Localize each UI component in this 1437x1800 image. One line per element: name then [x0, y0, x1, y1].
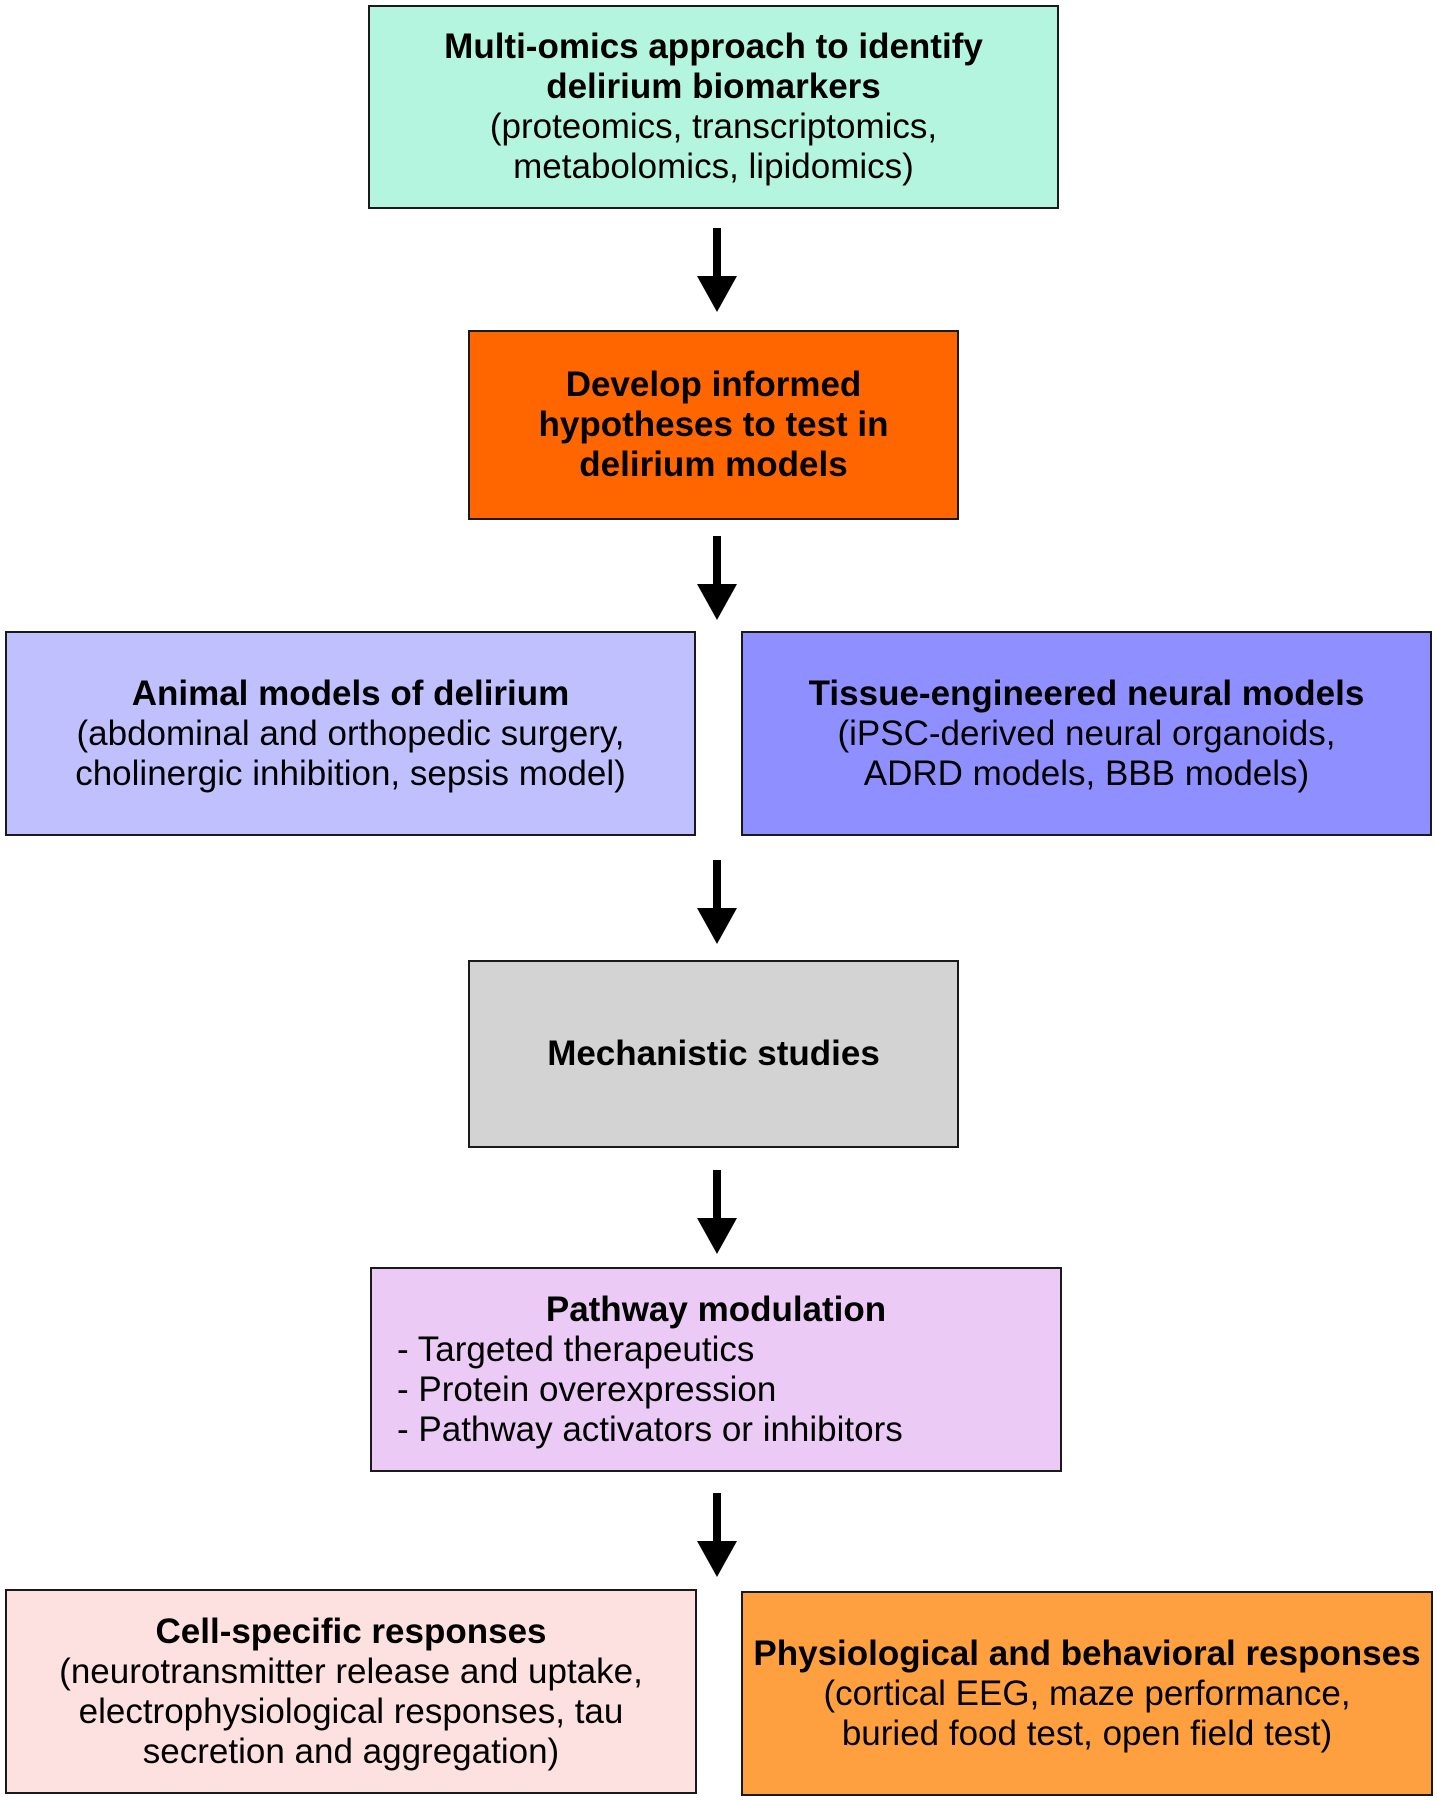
down-arrow-1 — [697, 228, 737, 312]
physiological-responses-detail-line-2: buried food test, open field test) — [841, 1713, 1333, 1753]
multiomics-title-line-1: Multi-omics approach to identify — [444, 27, 983, 66]
pathway-item-activators-inhibitors: - Pathway activators or inhibitors — [397, 1409, 903, 1449]
tissue-models-detail-line-2: ADRD models, BBB models) — [863, 753, 1310, 793]
physiological-responses-box: Physiological and behavioral responses (… — [741, 1591, 1433, 1796]
animal-models-title: Animal models of delirium — [131, 673, 570, 713]
pathway-modulation-title: Pathway modulation — [545, 1289, 887, 1329]
cell-responses-title: Cell-specific responses — [155, 1611, 547, 1651]
hypotheses-title-line-2: hypotheses to test in — [538, 405, 889, 444]
tissue-models-box: Tissue-engineered neural models (iPSC-de… — [741, 631, 1432, 836]
animal-models-detail-line-1: (abdominal and orthopedic surgery, — [76, 713, 625, 753]
down-arrow-2 — [697, 536, 737, 620]
physiological-responses-title: Physiological and behavioral responses — [753, 1633, 1421, 1673]
hypotheses-title-line-1: Develop informed — [565, 365, 862, 404]
pathway-item-targeted-therapeutics: - Targeted therapeutics — [397, 1329, 755, 1369]
multiomics-title-line-2: delirium biomarkers — [546, 67, 881, 106]
hypotheses-box: Develop informed hypotheses to test in d… — [468, 330, 959, 520]
pathway-modulation-box: Pathway modulation - Targeted therapeuti… — [370, 1267, 1062, 1472]
mechanistic-studies-box: Mechanistic studies — [468, 960, 959, 1148]
tissue-models-title: Tissue-engineered neural models — [808, 673, 1365, 713]
down-arrow-3 — [697, 860, 737, 944]
mechanistic-studies-title: Mechanistic studies — [547, 1034, 880, 1073]
multiomics-box: Multi-omics approach to identify deliriu… — [368, 5, 1059, 209]
tissue-models-detail-line-1: (iPSC-derived neural organoids, — [837, 713, 1336, 753]
cell-responses-box: Cell-specific responses (neurotransmitte… — [5, 1589, 697, 1794]
hypotheses-title-line-3: delirium models — [579, 445, 848, 484]
down-arrow-5 — [697, 1493, 737, 1577]
animal-models-detail-line-2: cholinergic inhibition, sepsis model) — [75, 753, 626, 793]
pathway-item-protein-overexpression: - Protein overexpression — [397, 1369, 777, 1409]
multiomics-detail-line-1: (proteomics, transcriptomics, — [489, 107, 938, 146]
physiological-responses-detail-line-1: (cortical EEG, maze performance, — [823, 1673, 1351, 1713]
down-arrow-4 — [697, 1170, 737, 1254]
cell-responses-detail-line-1: (neurotransmitter release and uptake, — [59, 1651, 643, 1691]
cell-responses-detail-line-2: electrophysiological responses, tau — [78, 1691, 624, 1731]
animal-models-box: Animal models of delirium (abdominal and… — [5, 631, 696, 836]
multiomics-detail-line-2: metabolomics, lipidomics) — [513, 147, 914, 186]
cell-responses-detail-line-3: secretion and aggregation) — [142, 1731, 560, 1771]
